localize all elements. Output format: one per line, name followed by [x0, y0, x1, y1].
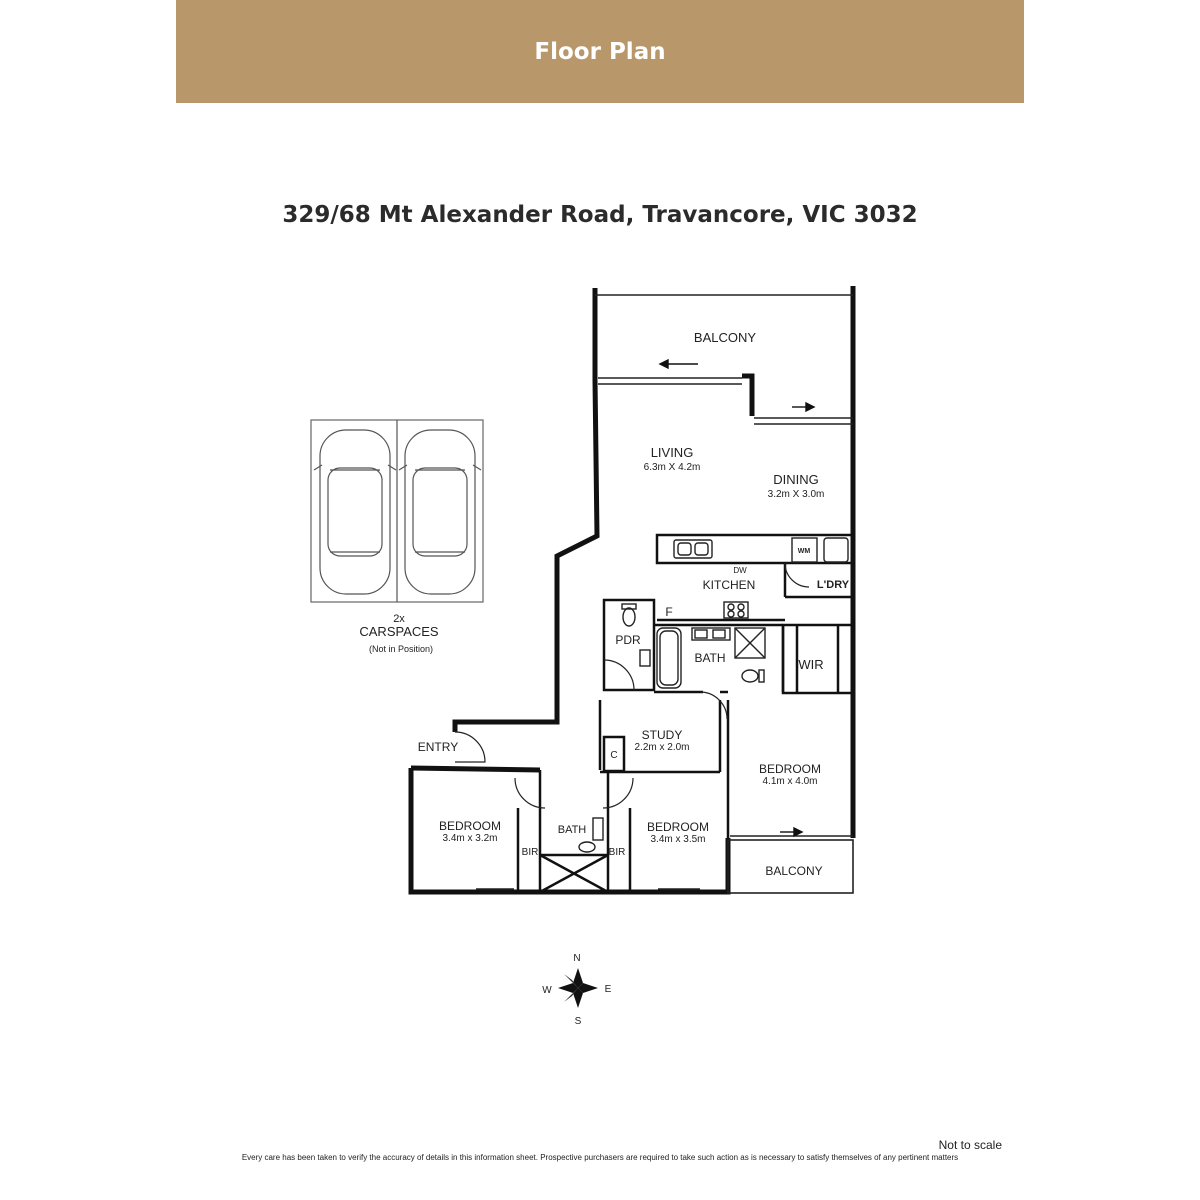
sliding-door-arrows: [658, 358, 816, 838]
bir-left-label: BIR: [522, 847, 539, 858]
compass-north: N: [573, 953, 580, 964]
wir-label: WIR: [798, 657, 823, 672]
not-to-scale-note: Not to scale: [938, 1138, 1002, 1152]
study-label: STUDY: [642, 728, 683, 742]
bedroom-left-dimension: 3.4m x 3.2m: [442, 833, 497, 844]
bedroom-main-dimension: 4.1m x 4.0m: [762, 776, 817, 787]
car-icon: [313, 429, 397, 595]
balcony-top-label: BALCONY: [694, 330, 756, 345]
pdr-label: PDR: [615, 633, 641, 647]
property-address: 329/68 Mt Alexander Road, Travancore, VI…: [282, 202, 918, 228]
compass-west: W: [542, 985, 552, 996]
bedroom-main-label: BEDROOM: [759, 762, 821, 776]
car-icon: [398, 429, 482, 595]
washing-machine-label: WM: [798, 548, 811, 555]
bedroom-left-label: BEDROOM: [439, 819, 501, 833]
compass-rose-icon: N S E W: [542, 953, 611, 1027]
living-dimension: 6.3m X 4.2m: [644, 462, 701, 473]
fixtures: [578, 537, 849, 853]
balcony-bottom-label: BALCONY: [765, 864, 822, 878]
exterior-walls: [408, 286, 856, 895]
dining-label: DINING: [773, 472, 819, 487]
study-dimension: 2.2m x 2.0m: [634, 742, 689, 753]
laundry-label: L'DRY: [817, 579, 850, 591]
bath-small-label: BATH: [558, 824, 587, 836]
carspaces-label: CARSPACES: [359, 624, 439, 639]
header-banner: Floor Plan: [176, 0, 1024, 103]
fridge-label: F: [665, 605, 672, 619]
disclaimer: Every care has been taken to verify the …: [241, 1153, 959, 1162]
dishwasher-label: DW: [733, 566, 747, 575]
bath-main-label: BATH: [694, 651, 725, 665]
door-swings: [454, 562, 810, 809]
carspaces-note: (Not in Position): [369, 644, 433, 654]
compass-east: E: [605, 984, 612, 995]
dining-dimension: 3.2m X 3.0m: [768, 489, 825, 500]
carspaces-diagram: [310, 419, 484, 603]
thin-walls: [476, 294, 854, 894]
bir-right-label: BIR: [609, 847, 626, 858]
interior-walls: [516, 533, 855, 894]
bedroom-mid-dimension: 3.4m x 3.5m: [650, 834, 705, 845]
bedroom-mid-label: BEDROOM: [647, 820, 709, 834]
carspaces-count: 2x: [393, 613, 405, 625]
living-label: LIVING: [651, 445, 694, 460]
compass-south: S: [575, 1016, 582, 1027]
entry-label: ENTRY: [418, 740, 458, 754]
cupboard-label: C: [610, 750, 617, 761]
room-labels: BALCONY LIVING 6.3m X 4.2m DINING 3.2m X…: [359, 330, 849, 878]
header-title: Floor Plan: [534, 38, 666, 65]
kitchen-label: KITCHEN: [703, 578, 756, 592]
